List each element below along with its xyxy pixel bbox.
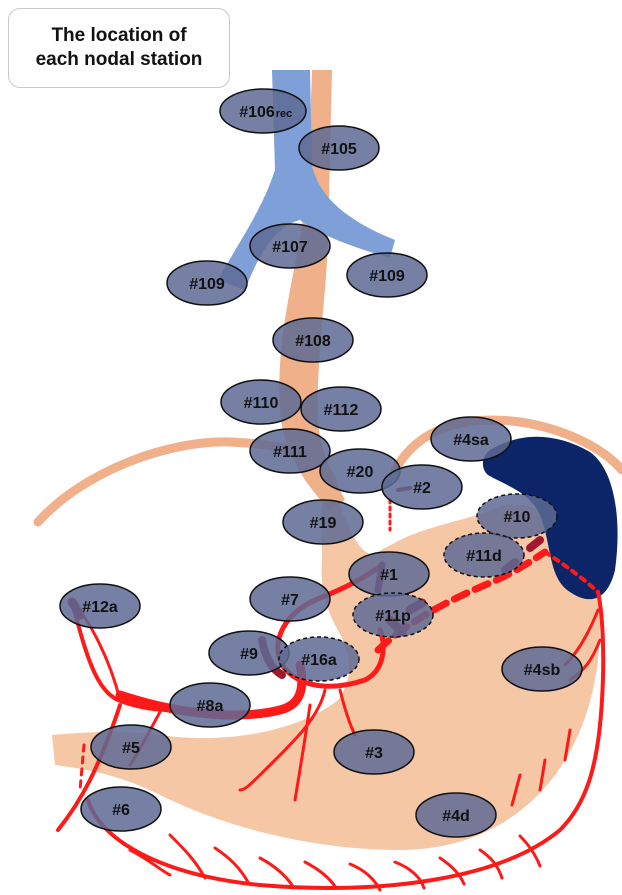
node-label-3: #3: [365, 745, 383, 762]
node-station-110: #110: [221, 380, 301, 424]
node-label-106rec: #106: [239, 104, 275, 121]
omental-arcade-3: [215, 848, 248, 882]
node-station-111: #111: [250, 429, 330, 473]
node-label-109L: #109: [189, 276, 225, 293]
node-station-9: #9: [209, 631, 289, 675]
node-label-110: #110: [244, 395, 279, 412]
node-label-112: #112: [324, 402, 359, 419]
node-label-10: #10: [504, 509, 531, 526]
node-station-10: #10: [477, 494, 557, 538]
node-label-111: #111: [273, 444, 307, 461]
node-station-105: #105: [299, 126, 379, 170]
node-label-9: #9: [240, 646, 258, 663]
node-label-1: #1: [380, 567, 398, 584]
node-station-19: #19: [283, 500, 363, 544]
node-station-107: #107: [250, 224, 330, 268]
node-label-108: #108: [295, 333, 331, 350]
node-sublabel-106rec: rec: [276, 108, 293, 120]
node-station-109R: #109: [347, 253, 427, 297]
node-station-4sa: #4sa: [431, 417, 511, 461]
node-label-8a: #8a: [197, 698, 224, 715]
omental-arcade-4: [260, 858, 292, 885]
node-label-19: #19: [310, 515, 337, 532]
node-label-5: #5: [122, 740, 140, 757]
node-label-12a: #12a: [82, 599, 118, 616]
node-label-105: #105: [321, 141, 357, 158]
node-station-1: #1: [349, 552, 429, 596]
node-station-2: #2: [382, 465, 462, 509]
node-station-109L: #109: [167, 261, 247, 305]
node-station-7: #7: [250, 577, 330, 621]
node-label-2: #2: [413, 480, 431, 497]
node-station-11d: #11d: [444, 533, 524, 577]
node-label-20: #20: [347, 464, 374, 481]
node-station-4d: #4d: [416, 793, 496, 837]
node-station-12a: #12a: [60, 584, 140, 628]
node-station-4sb: #4sb: [502, 647, 582, 691]
node-label-11p: #11p: [375, 608, 411, 625]
node-label-4sb: #4sb: [524, 662, 561, 679]
node-station-6: #6: [81, 787, 161, 831]
node-station-16a: #16a: [279, 637, 359, 681]
node-station-5: #5: [91, 725, 171, 769]
node-label-6: #6: [112, 802, 130, 819]
omental-arcade-8: [440, 858, 464, 884]
node-label-107: #107: [272, 239, 308, 256]
node-station-112: #112: [301, 387, 381, 431]
node-label-4d: #4d: [442, 808, 470, 825]
node-station-11p: #11p: [353, 593, 433, 637]
node-label-4sa: #4sa: [453, 432, 489, 449]
node-label-16a: #16a: [301, 652, 337, 669]
node-label-109R: #109: [369, 268, 405, 285]
omental-arcade-5: [305, 862, 336, 888]
node-label-7: #7: [281, 592, 299, 609]
node-label-11d: #11d: [466, 548, 502, 565]
node-station-108: #108: [273, 318, 353, 362]
node-station-8a: #8a: [170, 683, 250, 727]
node-station-3: #3: [334, 730, 414, 774]
